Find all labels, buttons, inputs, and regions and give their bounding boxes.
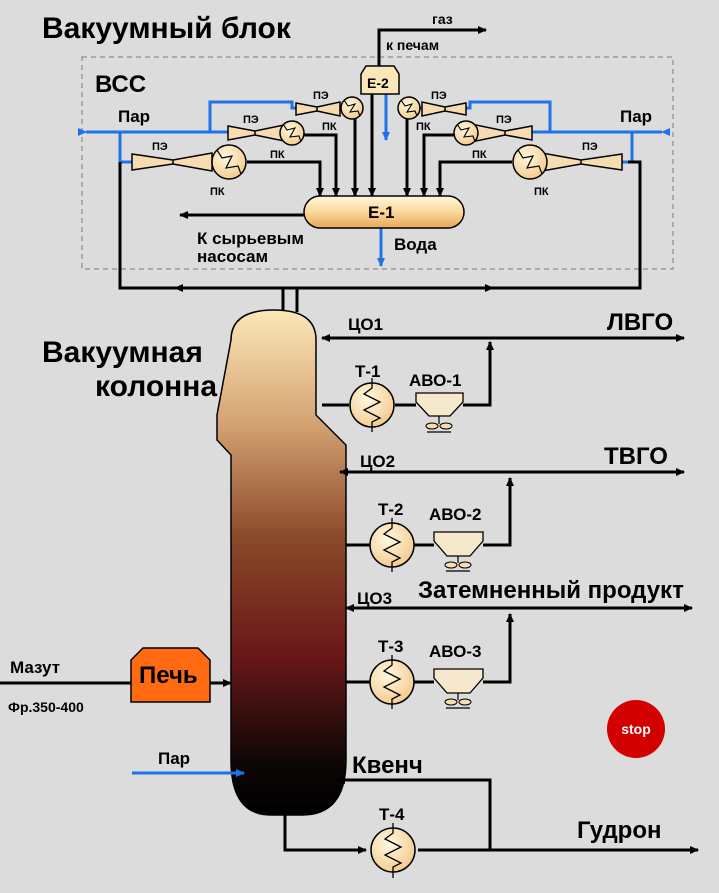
ejector-left-1: [131, 152, 213, 172]
air-cooler-avo2: [433, 531, 484, 572]
avo3-label: АВО-3: [429, 642, 481, 661]
pk-label-r3: ПК: [416, 121, 431, 133]
condenser-left-2: [279, 120, 305, 146]
pe-label-r3: ПЭ: [431, 90, 447, 102]
pk-label-r1: ПК: [534, 186, 549, 198]
t3-label: Т-3: [378, 637, 404, 656]
ejector-right-3: [421, 101, 467, 117]
ejector-right-1: [541, 152, 623, 172]
lvgo-label: ЛВГО: [607, 309, 673, 336]
ejector-left-3: [295, 101, 341, 117]
pk-label-r2: ПК: [472, 149, 487, 161]
to-feed-pumps-label-2: насосам: [197, 247, 268, 266]
condenser-left-1: [211, 144, 247, 180]
gas-label: газ: [432, 11, 453, 27]
gas-outlet-line: [377, 26, 487, 66]
e2-vessel: Е-2: [360, 65, 400, 95]
stop-button[interactable]: stop: [607, 700, 665, 758]
stop-label[interactable]: stop: [621, 721, 651, 737]
dark-product-label: Затемненный продукт: [418, 577, 684, 604]
vss-title: ВСС: [95, 71, 146, 98]
furnace: Печь: [130, 647, 211, 703]
ejector-right-2: [475, 124, 533, 142]
vacuum-block-title: Вакуумный блок: [42, 12, 292, 45]
quench-label: Квенч: [352, 752, 423, 779]
bottoms-line: [283, 815, 367, 854]
pe-label-l3: ПЭ: [313, 90, 329, 102]
steam-right-label: Пар: [620, 107, 652, 126]
to-furnaces-label: к печам: [386, 37, 439, 53]
water-label: Вода: [394, 235, 437, 254]
quench-line: [336, 776, 492, 850]
co3-label: ЦО3: [357, 589, 392, 608]
fraction-label: Фр.350-400: [8, 699, 84, 715]
to-feed-pumps-label-1: К сырьевым: [197, 229, 304, 248]
t2-label: Т-2: [378, 500, 404, 519]
co1-label: ЦО1: [348, 315, 383, 334]
condenser-right-2: [453, 120, 479, 146]
pe-label-r1: ПЭ: [582, 141, 598, 153]
pe-label-l2: ПЭ: [243, 114, 259, 126]
ejector-left-2: [227, 124, 285, 142]
heat-exchanger-t1: [349, 378, 395, 432]
condenser-right-1: [512, 144, 548, 180]
avo1-label: АВО-1: [409, 371, 461, 390]
co2-label: ЦО2: [360, 452, 395, 471]
furnace-label: Печь: [139, 662, 198, 689]
condenser-left-3: [340, 96, 364, 120]
mazut-label: Мазут: [10, 658, 60, 677]
e1-label: Е-1: [368, 203, 394, 222]
t1-label: Т-1: [355, 362, 381, 381]
steam-bottom-label: Пар: [158, 749, 190, 768]
pk-label-l2: ПК: [270, 149, 285, 161]
t4-label: Т-4: [379, 805, 405, 824]
vapor-main-line: [118, 160, 642, 290]
air-cooler-avo1: [415, 392, 464, 433]
tar-label: Гудрон: [577, 817, 662, 844]
pk-label-l3: ПК: [322, 121, 337, 133]
tvgo-label: ТВГО: [604, 443, 668, 470]
vacuum-column: [216, 309, 347, 816]
heat-exchanger-t3: [369, 655, 415, 709]
pk-label-l1: ПК: [210, 186, 225, 198]
column-title-line2: колонна: [95, 370, 217, 403]
steam-left-label: Пар: [118, 107, 150, 126]
column-title-line1: Вакуумная: [42, 336, 203, 369]
heat-exchanger-t2: [369, 518, 415, 572]
avo2-label: АВО-2: [429, 505, 481, 524]
e1-vessel: Е-1: [303, 195, 465, 229]
heat-exchanger-t4: [370, 823, 416, 878]
vss-boundary: [81, 56, 674, 270]
condenser-right-3: [397, 96, 421, 120]
pe-label-l1: ПЭ: [152, 141, 168, 153]
e2-label: Е-2: [367, 75, 389, 91]
stop-button-circle[interactable]: [607, 700, 665, 758]
pe-label-r2: ПЭ: [496, 114, 512, 126]
air-cooler-avo3: [433, 668, 484, 709]
